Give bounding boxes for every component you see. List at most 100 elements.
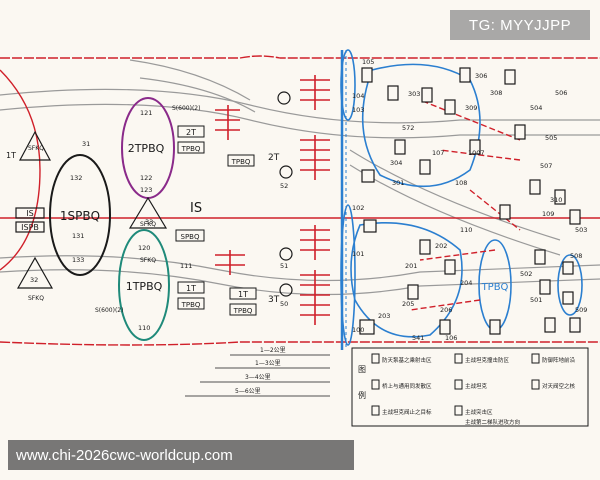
num-306: 306 xyxy=(475,72,487,80)
blue-zones xyxy=(340,49,583,346)
t1-left: 1T xyxy=(6,151,16,160)
legend-sw-6 xyxy=(531,379,540,390)
road-mid-b xyxy=(0,269,600,296)
num-303: 303 xyxy=(408,90,420,98)
num-503: 503 xyxy=(575,226,587,234)
scale-bars xyxy=(185,354,330,397)
num-508: 508 xyxy=(570,252,582,260)
legend-head: 图 xyxy=(358,365,366,374)
sfkq-b: SFKQ xyxy=(28,295,44,302)
box-1t-a xyxy=(177,281,205,294)
legend-sw-7 xyxy=(371,405,380,416)
num-507: 507 xyxy=(540,162,552,170)
box-spb xyxy=(15,221,45,233)
scale-label-4: 5—6公里 xyxy=(235,388,261,395)
legend-item-2: 主战坦克撞击防区 xyxy=(465,356,510,364)
legend-item-4: 桥上与通用同发散区 xyxy=(382,382,432,390)
arrow-d xyxy=(409,299,481,311)
num-203: 203 xyxy=(378,312,390,320)
legend-sw-8 xyxy=(454,405,463,416)
arc-left xyxy=(0,69,41,271)
box-spbq-text: SPBQ xyxy=(181,233,200,241)
num-572: 572 xyxy=(402,124,414,132)
triangle-a xyxy=(18,130,52,161)
legend-sw-3 xyxy=(531,353,540,364)
arrow-c xyxy=(419,249,496,261)
sq-10 xyxy=(514,124,526,140)
num-109: 109 xyxy=(542,210,554,218)
legend-item-9: 主战第二梯队进攻方向 xyxy=(465,418,520,426)
sq-7 xyxy=(469,139,481,155)
sq-9 xyxy=(504,69,516,85)
num-310: 310 xyxy=(550,196,562,204)
legend: 图 例 防天泵基之乘射击区 主战坦克撞击防区 防御阵地前沿 桥上与通用同发散区 … xyxy=(351,347,589,427)
num-131: 131 xyxy=(72,232,84,240)
box-tpbq-d-text: TPBQ xyxy=(233,307,253,315)
sq-15 xyxy=(361,169,375,183)
num-110: 110 xyxy=(460,226,472,234)
obstacle-c xyxy=(300,135,330,180)
box-tpbq-d xyxy=(229,303,257,316)
sq-6 xyxy=(394,139,406,155)
zone-north xyxy=(361,63,481,188)
scale-label-3: 3—4公里 xyxy=(245,374,271,381)
legend-item-3: 防御阵地前沿 xyxy=(542,356,576,364)
sq-18 xyxy=(444,259,456,275)
road-branch-a xyxy=(129,59,251,101)
sq-26 xyxy=(359,319,375,335)
num-309: 309 xyxy=(465,104,477,112)
obstacle-b xyxy=(300,75,330,110)
num-541: 541 xyxy=(412,334,424,342)
sq-22 xyxy=(562,261,574,275)
num-107: 107 xyxy=(432,149,444,157)
num-506: 506 xyxy=(555,89,567,97)
legend-sw-4 xyxy=(371,379,380,390)
front-line xyxy=(340,50,347,350)
s-top-label: S(600)(2) xyxy=(172,105,200,112)
box-2t-text: 2T xyxy=(186,128,196,137)
legend-sw-2 xyxy=(454,353,463,364)
unit-1tpbq-label: 1TPBQ xyxy=(126,280,163,293)
num-509: 509 xyxy=(575,306,587,314)
num-201: 201 xyxy=(405,262,417,270)
box-2t xyxy=(177,125,205,138)
num-304: 304 xyxy=(390,159,402,167)
unit-numbers: 105 104 103 102 101 303 306 308 309 304 … xyxy=(30,58,587,342)
zone-tpbq-label: TPBQ xyxy=(481,282,509,293)
sq-24 xyxy=(544,317,556,333)
num-104: 104 xyxy=(352,92,364,100)
num-308: 308 xyxy=(490,89,502,97)
boundary-top xyxy=(0,55,600,59)
box-is-text: IS xyxy=(26,209,33,218)
scale-label-1: 1—2公里 xyxy=(260,347,286,354)
road-top xyxy=(0,88,600,124)
num-133: 133 xyxy=(72,256,84,264)
sq-17 xyxy=(419,239,431,255)
box-1t-a-text: 1T xyxy=(186,284,196,293)
sq-23 xyxy=(562,291,574,305)
sq-13 xyxy=(499,204,511,220)
legend-item-8: 主战突击区 xyxy=(465,408,493,416)
label-3t: 3T xyxy=(268,295,280,305)
unit-squares xyxy=(359,67,581,335)
left-markers xyxy=(15,130,168,289)
num-108: 108 xyxy=(455,179,467,187)
obstacle-a xyxy=(215,105,240,140)
marker-d xyxy=(279,283,293,297)
sq-2 xyxy=(387,85,399,101)
box-tpbq-b xyxy=(227,154,255,167)
unit-2tpbq-label: 2TPBQ xyxy=(128,142,165,155)
box-1t-b-text: 1T xyxy=(238,290,248,299)
box-tpbq-c-text: TPBQ xyxy=(181,301,201,309)
sq-21 xyxy=(539,279,551,295)
num-103: 103 xyxy=(352,106,364,114)
zone-front-a xyxy=(340,49,356,121)
num-505: 505 xyxy=(545,134,557,142)
mid-boxes xyxy=(175,125,257,316)
num-206: 206 xyxy=(440,306,452,314)
road-branch-b xyxy=(139,77,256,113)
legend-item-7: 主战坦克阀止之目标 xyxy=(382,408,432,416)
red-obstacles xyxy=(215,75,330,325)
